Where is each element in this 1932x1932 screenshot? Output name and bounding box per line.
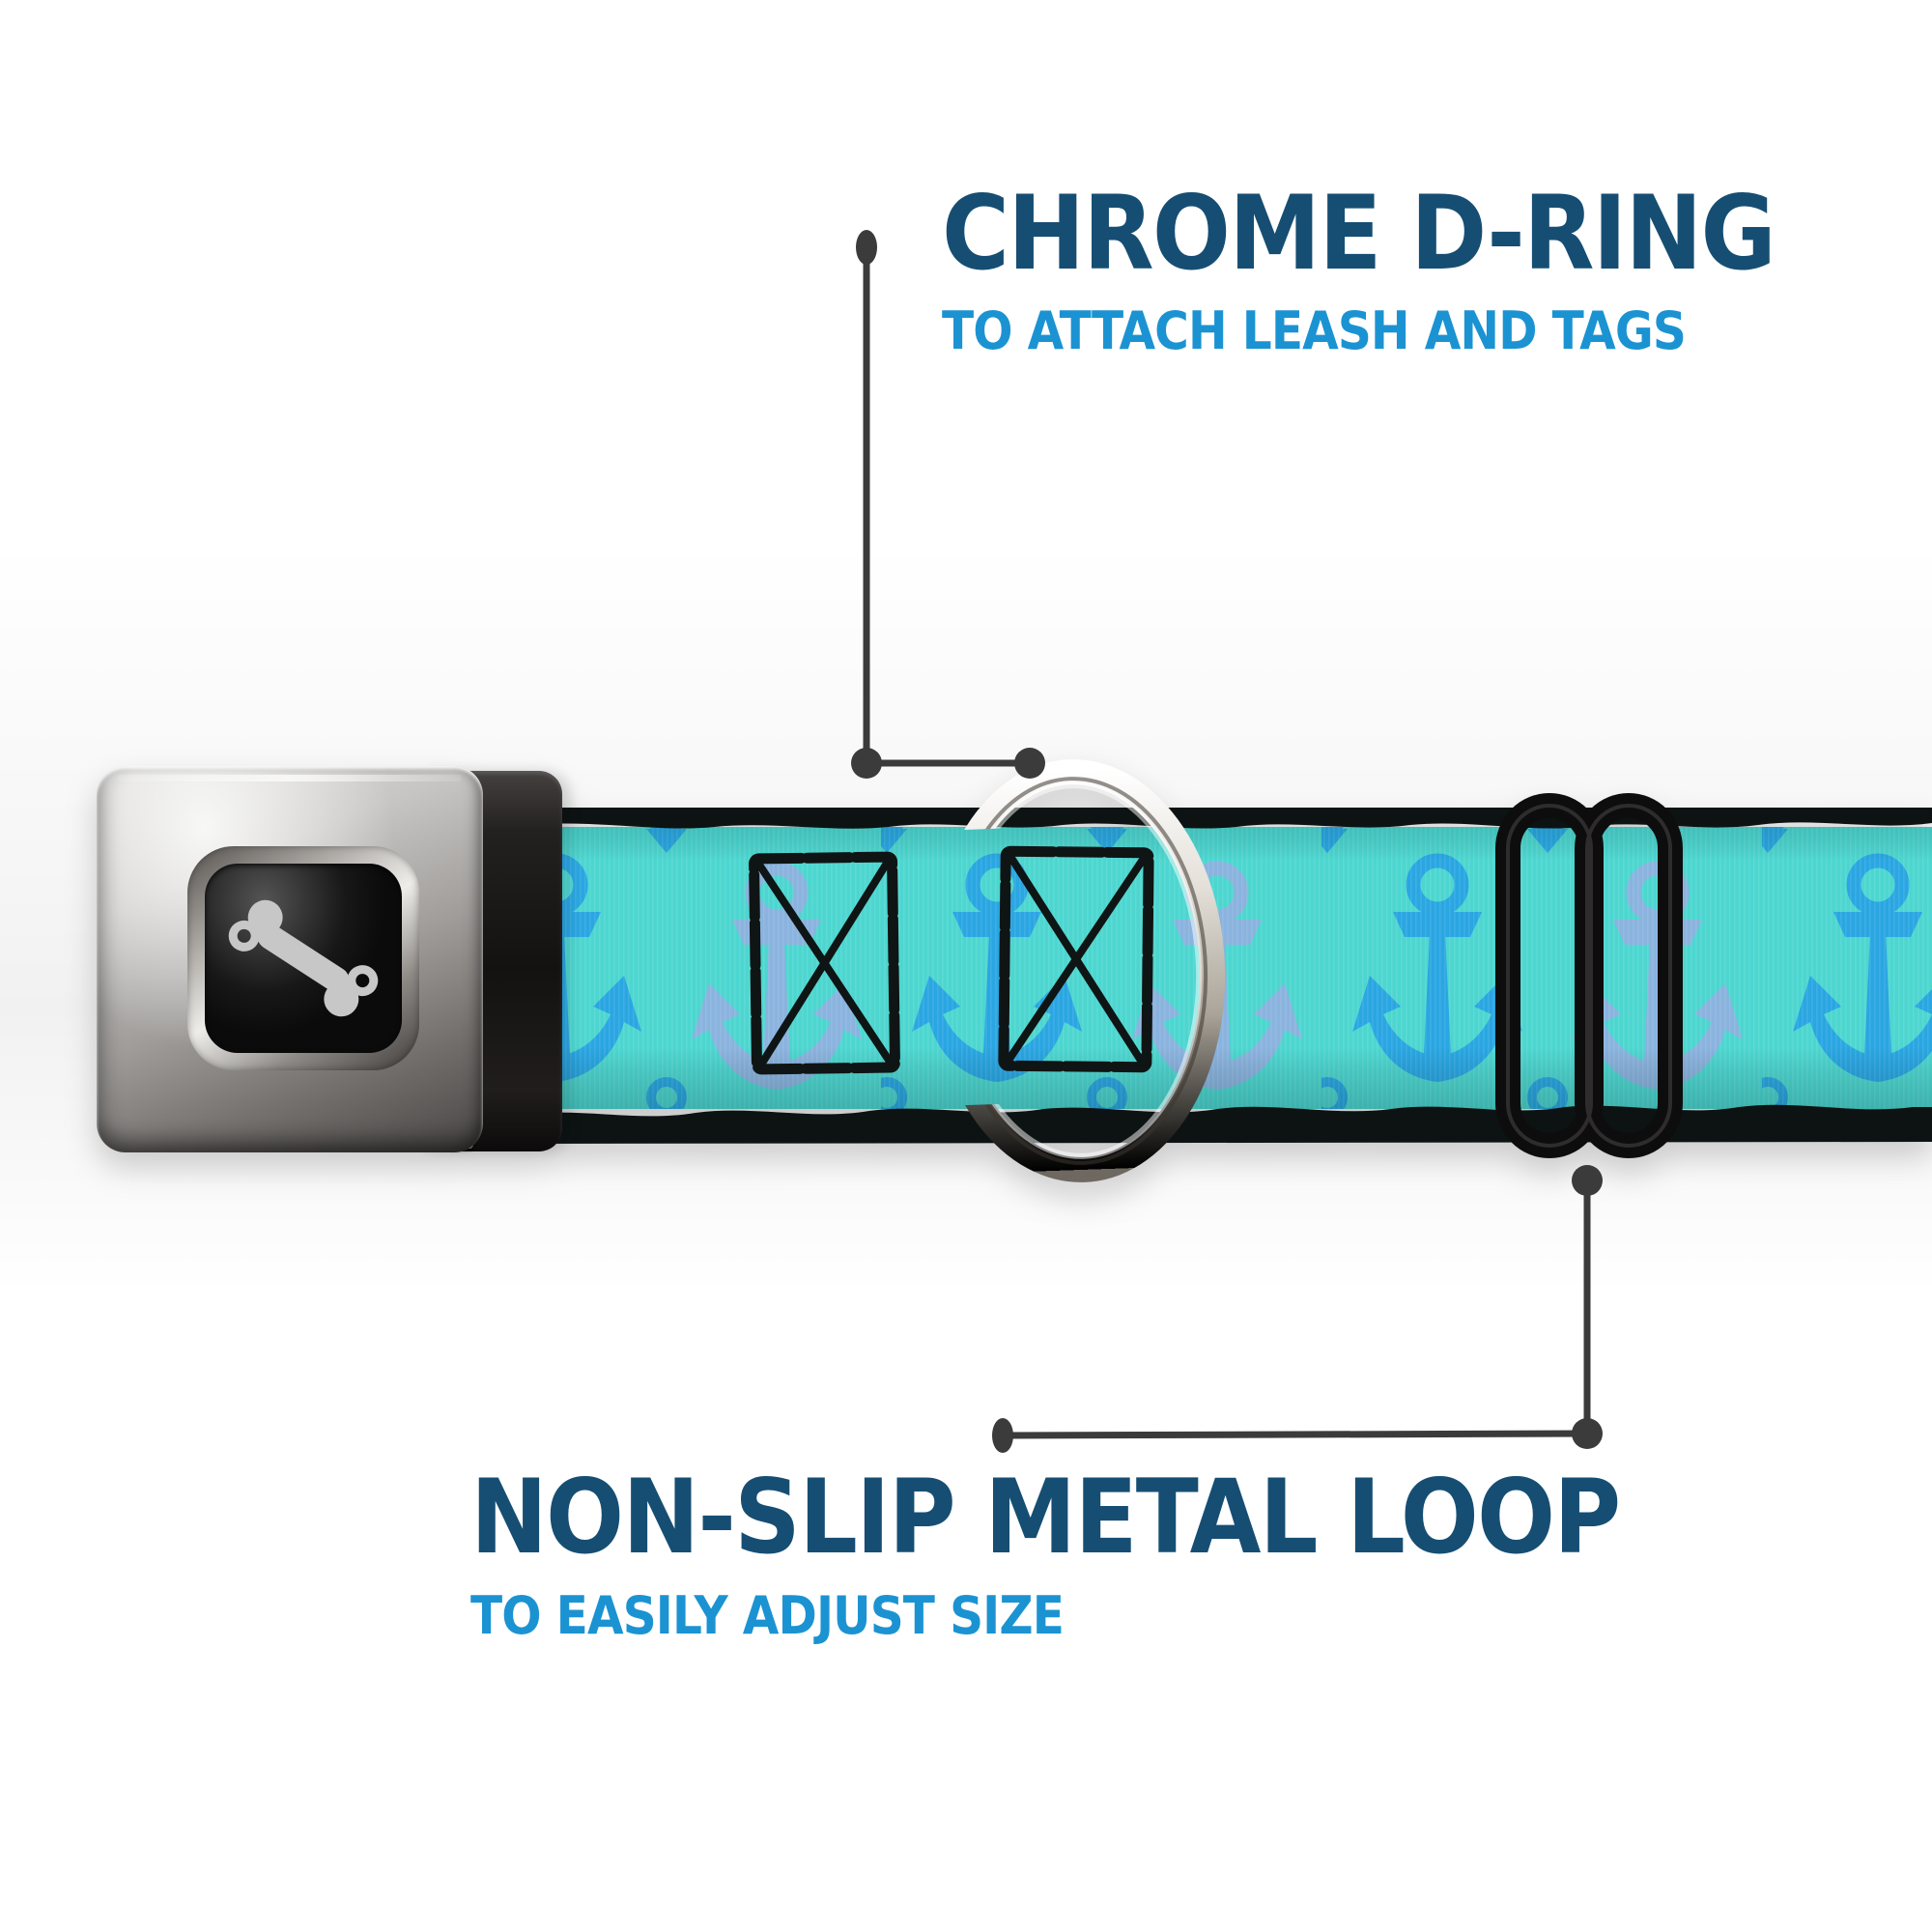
callout-top-dring [851,230,1045,779]
callout-dot [992,1418,1013,1453]
d-ring [928,759,1226,1182]
slide-adjuster [1495,793,1683,1158]
stitch-box-right [998,845,1154,1073]
callout-dot [1014,748,1045,779]
callout-subtitle-bottom: TO EASILY ADJUST SIZE [470,1585,1065,1646]
callout-bottom-adjuster [992,1165,1603,1453]
callout-title-bottom: NON-SLIP METAL LOOP [470,1458,1621,1577]
dog-bone-icon [228,899,379,1017]
stitch-box-left [749,851,900,1075]
callout-line-horizontal [1002,1430,1588,1439]
callout-subtitle-top: TO ATTACH LEASH AND TAGS [942,300,1687,361]
callout-dot [856,230,877,265]
callout-title-top: CHROME D-RING [942,174,1776,293]
